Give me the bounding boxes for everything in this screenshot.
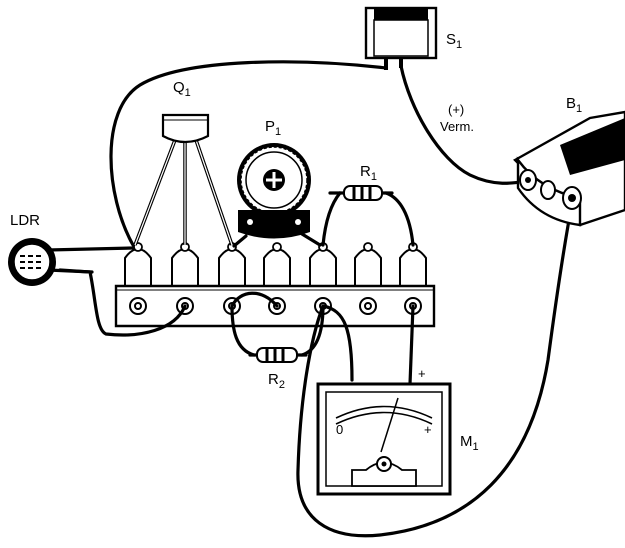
label-p1: P1: [265, 118, 281, 138]
label-ldr: LDR: [10, 212, 40, 229]
label-battery-polarity: (+): [448, 102, 464, 117]
transistor-q1: [133, 113, 234, 246]
label-q1: Q1: [173, 79, 191, 99]
label-r1: R1: [360, 163, 377, 183]
label-meter-plus-terminal: +: [418, 366, 426, 381]
resistor-r1: [328, 185, 394, 201]
label-meter-scale-zero: 0: [336, 422, 343, 437]
label-battery-wire-color: Verm.: [440, 119, 474, 134]
label-m1: M1: [460, 433, 479, 453]
switch-s1: [364, 6, 438, 70]
wires: [58, 60, 575, 538]
terminal-strip: [114, 242, 436, 328]
resistor-r2: [248, 347, 308, 363]
label-b1: B1: [566, 95, 582, 115]
potentiometer-p1: [237, 143, 311, 239]
ldr-sensor: [8, 238, 135, 286]
label-r2: R2: [268, 371, 285, 391]
label-s1: S1: [446, 31, 462, 51]
label-meter-scale-plus: +: [424, 422, 432, 437]
meter-m1: [316, 382, 452, 496]
battery-holder-b1: [513, 110, 625, 227]
terminal-lugs: [124, 248, 427, 289]
